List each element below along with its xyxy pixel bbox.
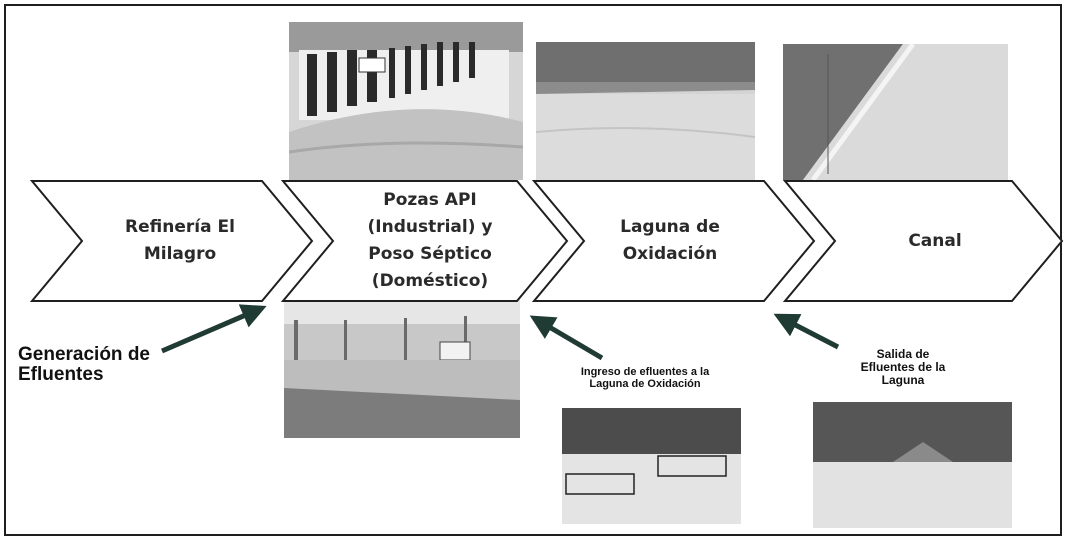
photo-pozas-api-bottom [284,300,520,438]
step-label-pozas-api: Pozas API (Industrial) y Poso Séptico (D… [367,190,493,291]
chevron-canal [782,180,1064,302]
chevron-refineria [29,180,314,302]
step-label-laguna: Laguna de Oxidación [620,217,720,264]
arrow-salida [773,313,840,350]
callout-generacion: Generación de Efluentes [18,344,150,385]
photo-canal-top [783,44,1008,180]
callout-salida: Salida de Efluentes de la Laguna [860,347,946,387]
callout-ingreso: Ingreso de efluentes a la Laguna de Oxid… [580,366,710,390]
photo-ingreso [562,408,741,524]
arrow-ingreso [529,315,604,361]
photo-laguna-top [536,42,755,180]
chevron-laguna [531,180,816,302]
step-label-canal: Canal [908,230,962,251]
photo-salida [813,402,1012,528]
diagram-frame [4,4,1062,536]
step-label-refineria: Refinería El Milagro [125,217,235,264]
photo-pozas-api-top [289,22,523,180]
arrow-generacion [161,304,267,354]
chevron-pozas-api [280,180,569,302]
